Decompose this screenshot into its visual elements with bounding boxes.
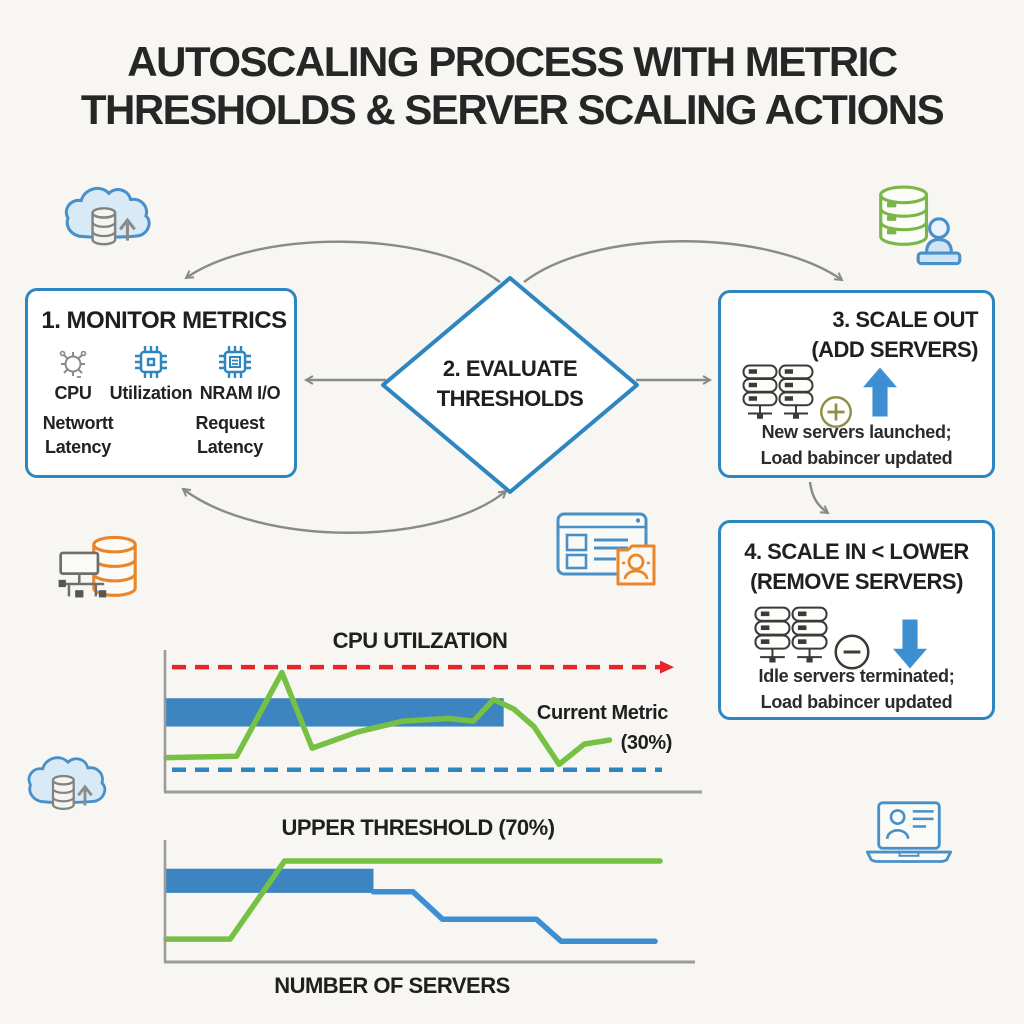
plus-circle-icon [820,396,852,428]
CPU utilization-line [163,669,613,768]
Number of servers-line [370,889,658,945]
minus-circle-icon [834,634,870,670]
scale-in-desc: Idle servers terminated; Load babincer u… [721,663,992,715]
scale-in-box: 4. SCALE IN < LOWER (REMOVE SERVERS) Idl… [718,520,995,720]
scale-out-desc-line2: Load babincer updated [760,448,953,468]
cpu-bug-icon [59,350,87,378]
scale-out-desc-line1: New servers launched; [761,422,952,442]
cpu-chart-title: CPU UTILZATION [332,628,508,653]
scale-out-box: 3. SCALE OUT (ADD SERVERS) New servers l… [718,290,995,478]
diamond-shape [381,276,639,494]
monitor-metrics-box: 1. MONITOR METRICS CPU Utilization NRAM … [25,288,297,478]
chart-band [166,698,504,727]
browser-id-card-icon [556,512,656,586]
scale-in-desc-line1: Idle servers terminated; [758,666,955,686]
up-arrow-icon [863,367,897,417]
page-title-line1: AUTOSCALING PROCESS WITH METRIC [127,38,898,85]
chip-icon [135,346,167,378]
arrow-evaluate-to-scale-out [523,240,844,283]
page-title: AUTOSCALING PROCESS WITH METRIC THRESHOL… [0,38,1024,134]
arrow-evaluate-to-monitor [184,240,501,283]
number-of-servers-chart: UPPER THRESHOLD (70%) NUMBER OF SERVERS [150,812,730,1012]
current-metric-value: (30%) [620,732,673,754]
arrow-monitor-evaluate-loop [181,487,508,534]
monitor-metrics-title: 1. MONITOR METRICS [41,307,287,334]
evaluate-line2: THRESHOLDS [436,386,584,411]
scale-in-title-line1: 4. SCALE IN < LOWER [744,539,969,564]
servers-chart-plot [163,840,695,964]
scale-out-title: 3. SCALE OUT (ADD SERVERS) [721,305,994,365]
cloud-upload-icon [27,756,107,810]
evaluate-thresholds-label: 2. EVALUATE THRESHOLDS [410,354,610,414]
page-title-line2: THRESHOLDS & SERVER SCALING ACTIONS [80,86,945,133]
cpu-utilization-chart: CPU UTILZATION Current Metric (30%) [150,620,730,800]
metric-label-network-latency: Networtt Latency [42,413,114,457]
arrow-scale-out-to-scale-in [808,481,830,515]
metric-label-request-latency: Request Latency [195,413,265,457]
metric-label-nram-io: NRAM I/O [199,383,281,403]
scale-out-title-line1: 3. SCALE OUT [832,307,978,332]
server-stack-icon [742,364,814,419]
metric-label-cpu: CPU [54,383,92,403]
scale-out-desc: New servers launched; Load babincer upda… [721,419,992,471]
upper-threshold-label: UPPER THRESHOLD (70%) [281,815,555,840]
scale-in-desc-line2: Load babincer updated [760,692,953,712]
scale-out-title-line2: (ADD SERVERS) [811,337,978,362]
cloud-upload-icon [64,186,151,246]
metric-label-utilization: Utilization [109,383,193,403]
scale-in-title: 4. SCALE IN < LOWER (REMOVE SERVERS) [721,537,992,597]
chip-io-icon [219,346,251,378]
laptop-profile-icon [865,801,953,863]
server-stack-icon [754,606,828,663]
number-of-servers-label: NUMBER OF SERVERS [274,973,510,998]
evaluate-thresholds-diamond: 2. EVALUATE THRESHOLDS [375,270,645,500]
scale-in-title-line2: (REMOVE SERVERS) [750,569,963,594]
upper threshold-arrowhead [660,660,674,674]
database-admin-icon [879,185,962,266]
database-network-icon [58,535,137,598]
down-arrow-icon [893,619,927,669]
current-metric-label: Current Metric [536,702,668,724]
evaluate-line1: 2. EVALUATE [442,356,578,381]
cpu-chart-plot [163,650,702,794]
CPU utilization-line [163,858,663,942]
